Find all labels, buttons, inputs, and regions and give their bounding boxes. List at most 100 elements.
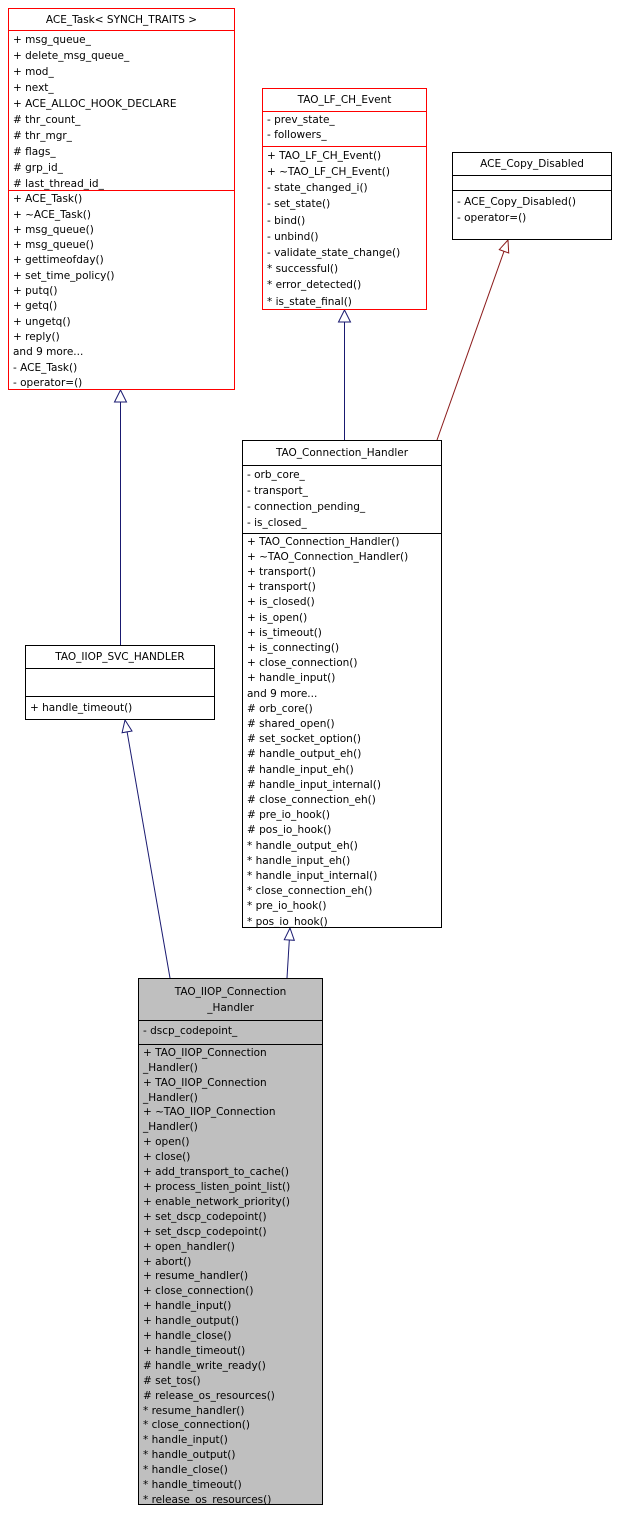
member-row: # release_os_resources() [143,1389,275,1402]
member-row: - dscp_codepoint_ [143,1025,238,1037]
member-row: + set_time_policy() [13,269,115,282]
member-row: - validate_state_change() [267,247,401,260]
member-row: + transport() [247,565,316,578]
member-row: # handle_output_eh() [247,748,362,761]
methods-section: + TAO_Connection_Handler() + ~TAO_Connect… [243,532,441,927]
member-row: - is_closed_ [247,517,307,529]
member-row: + abort() [143,1255,192,1268]
member-row: + msg_queue() [13,239,94,252]
member-row: - operator=() [457,211,527,224]
member-row: # thr_mgr_ [13,130,72,142]
member-row: # shared_open() [247,717,335,730]
member-row: + getq() [13,300,58,313]
inheritance-edge-iiop-conn-to-conn-handler [283,926,296,979]
member-row: # handle_input_internal() [247,778,381,791]
member-row: + handle_input() [247,672,336,685]
class-title: TAO_IIOP_SVC_HANDLER [26,646,214,669]
class-box-ace-copy-disabled[interactable]: ACE_Copy_Disabled - ACE_Copy_Disabled()-… [452,152,612,240]
member-row: + TAO_LF_CH_Event() [267,149,382,162]
member-row: # pos_io_hook() [247,824,332,837]
class-box-tao-connection-handler[interactable]: TAO_Connection_Handler - orb_core_ - tran… [242,440,442,928]
member-row: and 9 more... [13,346,84,359]
member-row: * resume_handler() [143,1404,245,1417]
member-row: - connection_pending_ [247,501,366,513]
methods-section: + handle_timeout() [26,696,214,719]
edge-line [126,731,171,979]
member-row: + ACE_ALLOC_HOOK_DECLARE [13,98,177,110]
member-row: _Handler() [143,1061,198,1074]
member-row: + close_connection() [247,657,358,670]
attributes-section: - prev_state_- followers_ [263,112,426,146]
member-row: + transport() [247,581,316,594]
member-row: # orb_core() [247,702,313,715]
member-row: + next_ [13,82,54,94]
member-row: + ~ACE_Task() [13,208,92,221]
member-row: # set_socket_option() [247,733,362,746]
member-row: _Handler() [143,1121,198,1134]
member-row: - state_changed_i() [267,182,368,195]
member-row: + ACE_Task() [13,193,83,206]
member-row: + gettimeofday() [13,254,104,267]
member-row: + handle_input() [143,1300,232,1313]
inheritance-edge-conn-handler-to-lf-ch-event [337,308,352,440]
member-row: * pre_io_hook() [247,900,327,913]
hollow-triangle-arrowhead [113,388,128,403]
member-row: - orb_core_ [247,469,305,481]
member-row: + TAO_Connection_Handler() [247,535,400,548]
class-title: TAO_IIOP_Connection _Handler [139,979,322,1021]
member-row: + mod_ [13,66,54,78]
member-row: + enable_network_priority() [143,1195,290,1208]
member-row: + resume_handler() [143,1270,249,1283]
member-row: + is_closed() [247,596,315,609]
hollow-triangle-arrowhead [498,238,510,254]
methods-section: - ACE_Copy_Disabled()- operator=() [453,190,611,239]
member-row: + open_handler() [143,1240,235,1253]
class-box-ace-task[interactable]: ACE_Task< SYNCH_TRAITS > + msg_queue_+ d… [8,8,235,390]
class-box-tao-lf-ch-event[interactable]: TAO_LF_CH_Event - prev_state_- followers… [262,88,427,310]
member-row: + set_dscp_codepoint() [143,1225,267,1238]
member-row: * handle_output_eh() [247,839,358,852]
member-row: + ~TAO_Connection_Handler() [247,550,409,563]
attributes-section [26,669,214,696]
member-row: - set_state() [267,198,331,211]
member-row: * handle_input_eh() [247,854,351,867]
member-row: * handle_output() [143,1449,236,1462]
member-row: + TAO_IIOP_Connection [143,1076,267,1089]
class-title: TAO_Connection_Handler [243,441,441,466]
class-box-tao-iiop-svc-handler[interactable]: TAO_IIOP_SVC_HANDLER + handle_timeout() [25,645,215,720]
inheritance-edge-conn-handler-to-copy-disabled [436,238,510,441]
member-row: * is_state_final() [267,295,352,308]
member-row: - operator=() [13,376,83,389]
member-row: + close_connection() [143,1285,254,1298]
class-title: TAO_LF_CH_Event [263,89,426,112]
member-row: * pos_io_hook() [247,915,328,927]
member-row: + msg_queue_ [13,34,91,46]
class-box-tao-iiop-connection-handler[interactable]: TAO_IIOP_Connection _Handler - dscp_code… [138,978,323,1505]
member-row: + ungetq() [13,315,71,328]
member-row: - prev_state_ [267,114,335,126]
member-row: + set_dscp_codepoint() [143,1210,267,1223]
member-row: * release_os_resources() [143,1494,272,1504]
member-row: + handle_timeout() [30,702,133,714]
member-row: + handle_close() [143,1330,232,1343]
member-row: # set_tos() [143,1374,201,1387]
member-row: + ~TAO_IIOP_Connection [143,1106,276,1119]
member-row: - transport_ [247,485,308,497]
hollow-triangle-arrowhead [121,718,133,734]
member-row: * handle_input() [143,1434,228,1447]
member-row: + handle_timeout() [143,1344,246,1357]
member-row: + delete_msg_queue_ [13,50,130,62]
member-row: + add_transport_to_cache() [143,1166,289,1179]
member-row: + is_open() [247,611,308,624]
member-row: + handle_output() [143,1315,239,1328]
member-row: _Handler() [143,1091,198,1104]
edge-line [436,251,505,441]
attributes-section: - dscp_codepoint_ [139,1021,322,1044]
member-row: # handle_write_ready() [143,1359,266,1372]
member-row: # grp_id_ [13,162,63,174]
member-row: * error_detected() [267,279,362,292]
member-row: * successful() [267,263,339,276]
hollow-triangle-arrowhead [283,926,296,941]
methods-section: + ACE_Task() + ~ACE_Task() + msg_queue() + … [9,190,234,389]
